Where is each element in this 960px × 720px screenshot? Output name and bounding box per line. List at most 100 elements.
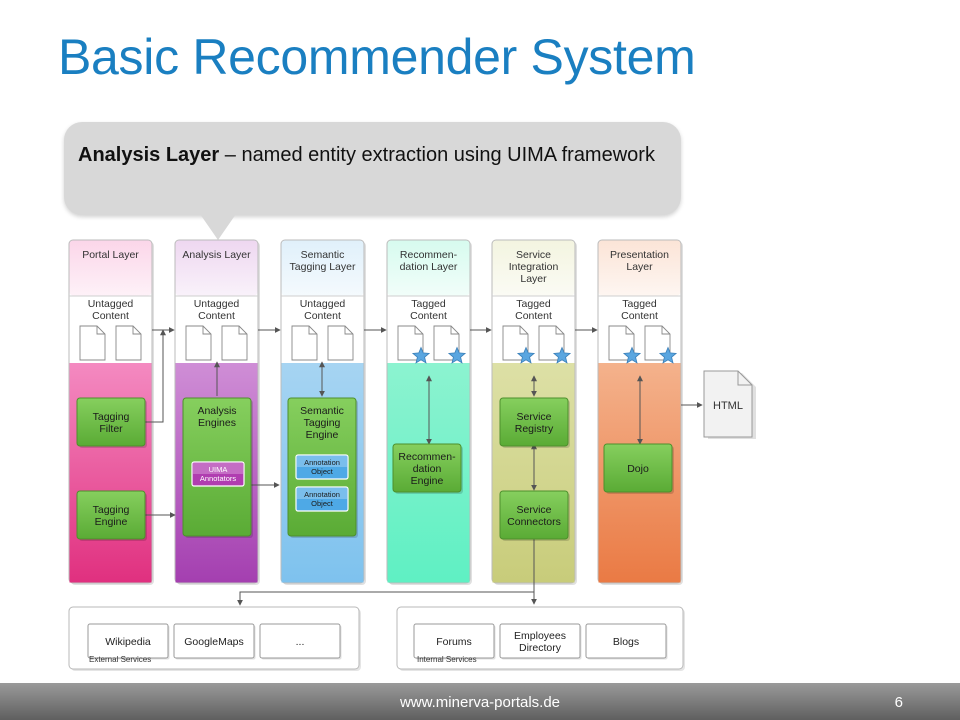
document-icon	[185, 325, 212, 361]
document-icon	[221, 325, 248, 361]
layer-body	[69, 363, 152, 583]
engine-label: dation	[413, 463, 442, 475]
star-icon	[516, 346, 536, 364]
sub-box-gloss	[297, 488, 347, 499]
footer-url: www.minerva-portals.de	[399, 694, 561, 711]
document-fold	[308, 326, 317, 335]
layer-header	[175, 240, 258, 296]
document-fold	[555, 326, 564, 335]
sub-box-label: Object	[311, 467, 334, 476]
html-doc-fold	[737, 371, 752, 386]
engine-label: Tagging	[93, 504, 130, 516]
layer-header	[387, 240, 470, 296]
layer-title: Portal Layer	[82, 249, 139, 261]
layer-title: Presentation	[610, 249, 669, 261]
sub-box-label: UIMA	[209, 465, 228, 474]
callout-tail	[200, 214, 236, 240]
document-fold	[238, 326, 247, 335]
engine-box	[499, 397, 569, 447]
layer-title: dation Layer	[400, 261, 458, 273]
engine-label: Registry	[515, 423, 554, 435]
engine-label: Engine	[411, 475, 444, 487]
sub-box	[191, 461, 245, 487]
service-box	[173, 623, 255, 659]
engine-box	[603, 443, 673, 493]
service-label: ...	[296, 636, 305, 648]
document-icon	[538, 325, 565, 361]
document-fold	[96, 326, 105, 335]
layer-content-label: Content	[621, 310, 658, 322]
html-document: HTML	[703, 370, 756, 439]
sub-box	[295, 486, 349, 512]
service-box	[413, 623, 495, 659]
layer-content-label: Tagged	[516, 298, 551, 310]
engine-box	[76, 397, 146, 447]
service-label: Blogs	[613, 636, 639, 648]
callout-text: Analysis Layer – named entity extraction…	[78, 141, 668, 169]
star-icon	[411, 346, 431, 364]
document-icon	[397, 325, 424, 361]
document-fold	[519, 326, 528, 335]
engine-label: Engine	[306, 429, 339, 441]
engine-label: Engines	[198, 417, 236, 429]
star-icon	[447, 346, 467, 364]
engine-label: Analysis	[197, 405, 236, 417]
layer-content-label: Untagged	[300, 298, 346, 310]
service-label: Employees	[514, 630, 566, 642]
document-fold	[414, 326, 423, 335]
document-icon	[644, 325, 671, 361]
layer-title: Layer	[520, 273, 547, 285]
engine-label: Tagging	[93, 411, 130, 423]
engine-label: Dojo	[627, 463, 649, 475]
engine-label: Tagging	[304, 417, 341, 429]
document-icon	[327, 325, 354, 361]
document-icon	[502, 325, 529, 361]
layer-header	[492, 240, 575, 296]
service-box	[87, 623, 169, 659]
layer-content-label: Content	[304, 310, 341, 322]
sub-box-gloss	[297, 456, 347, 467]
layer-content-label: Content	[515, 310, 552, 322]
service-box	[499, 623, 581, 659]
html-doc-label: HTML	[713, 400, 743, 412]
footer-bar: www.minerva-portals.de 6	[0, 683, 960, 720]
layer-content-label: Content	[410, 310, 447, 322]
document-fold	[661, 326, 670, 335]
sub-box-gloss	[193, 463, 243, 474]
engine-dojo: Dojo	[603, 443, 674, 494]
document-icon	[291, 325, 318, 361]
layer-header	[598, 240, 681, 296]
service-box	[585, 623, 667, 659]
document-fold	[344, 326, 353, 335]
engines-group: TaggingFilterTaggingEngineAnalysisEngine…	[76, 397, 674, 541]
service-group-caption: External Services	[89, 655, 151, 664]
engine-label: Engine	[95, 516, 128, 528]
sub-box-label: Object	[311, 499, 334, 508]
star-icon	[622, 346, 642, 364]
callout-bubble	[64, 122, 681, 215]
layer-title: Service	[516, 249, 551, 261]
star-icon	[552, 346, 572, 364]
engine-label: Service	[516, 504, 551, 516]
document-icon	[79, 325, 106, 361]
layer-title: Recommen-	[400, 249, 458, 261]
sub-box-label: Annotation	[304, 458, 340, 467]
document-icon	[115, 325, 142, 361]
layer-content-label: Untagged	[194, 298, 240, 310]
document-icon	[608, 325, 635, 361]
layer-content-label: Tagged	[622, 298, 657, 310]
connectors-to-external-arrow	[237, 591, 534, 606]
